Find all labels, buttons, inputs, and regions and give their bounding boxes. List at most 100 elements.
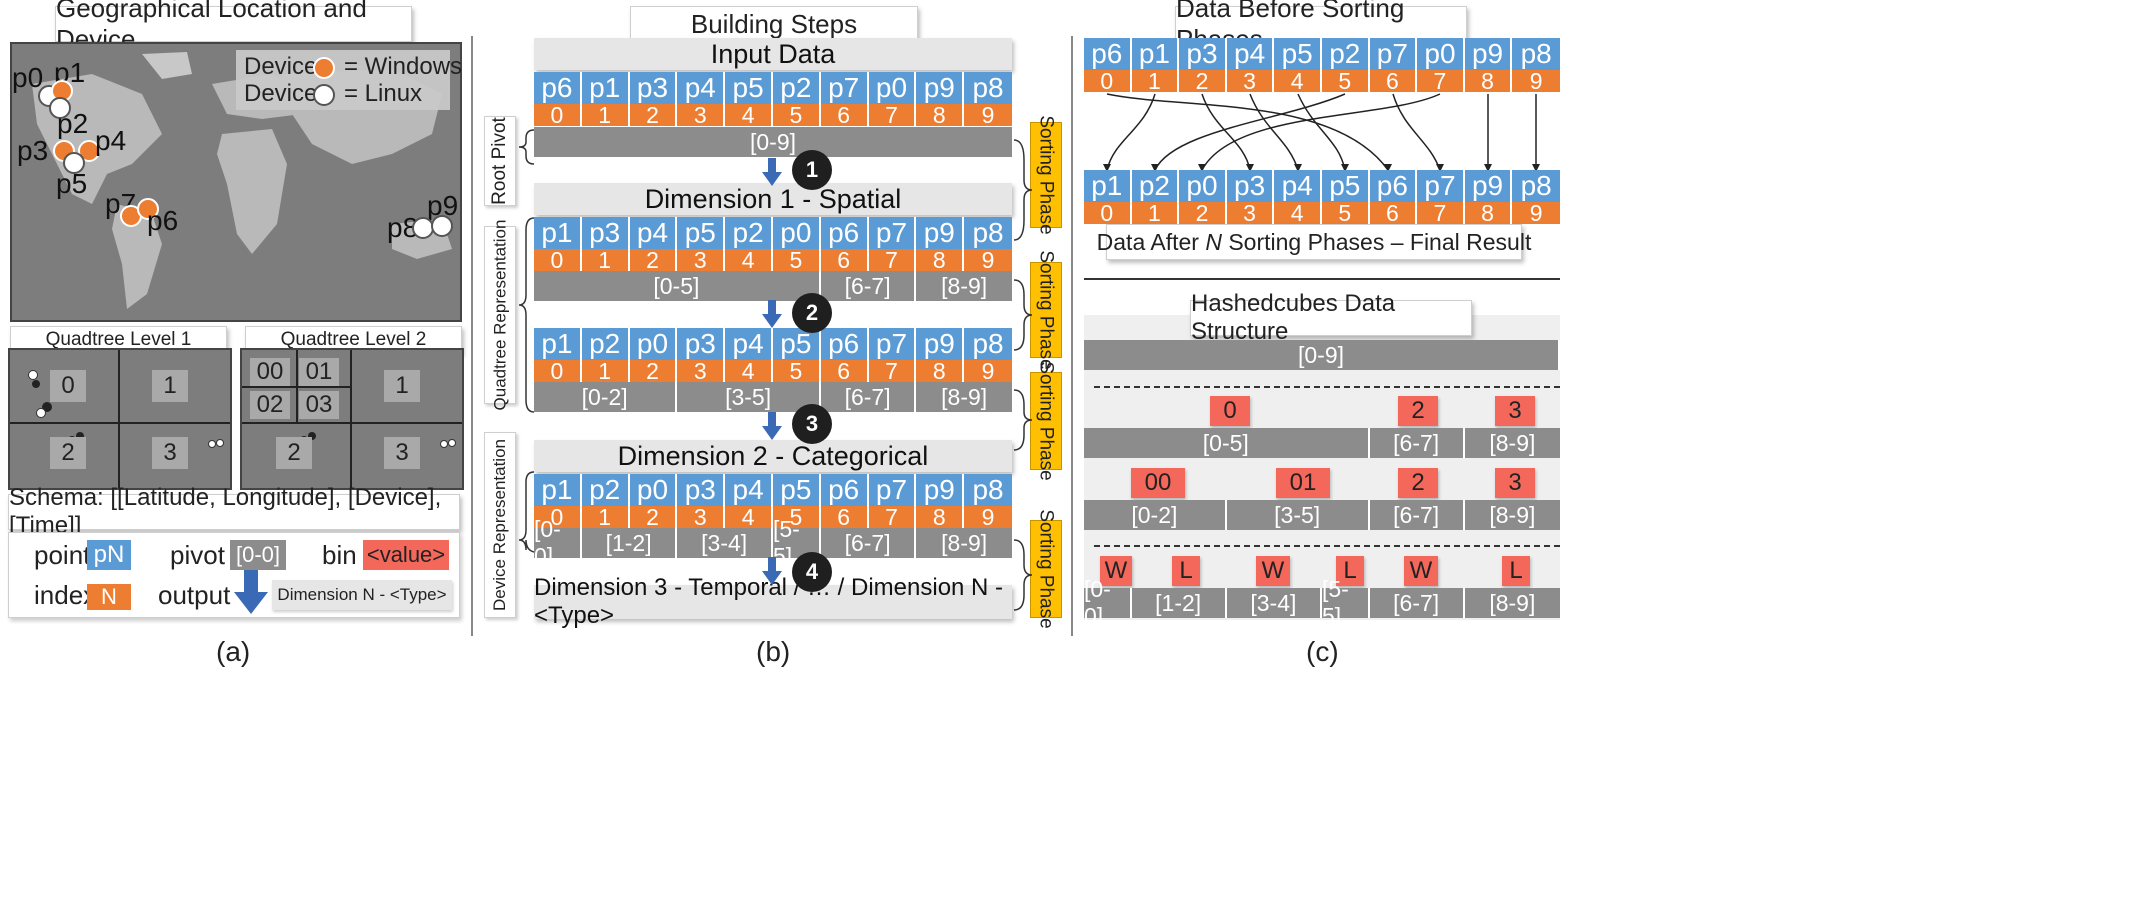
step3-arrow-icon [762, 412, 782, 440]
hc-l2-bin-3: 3 [1495, 468, 1535, 498]
hc-l1-pivot-1: [6-7] [1369, 428, 1465, 458]
hc-root-pivot: [0-9] [1084, 340, 1560, 370]
b-row4-index-6: 6 [820, 504, 869, 530]
qt2-cell-02: 02 [250, 391, 290, 419]
hc-l2-pivot-3: [8-9] [1464, 500, 1560, 530]
c-before-index-6: 6 [1369, 68, 1418, 94]
legend-linux-text: = Linux [344, 80, 423, 107]
b-row2-index-6: 6 [820, 247, 869, 273]
b-row1-index-8: 8 [916, 102, 965, 128]
qt1-cell-3: 3 [152, 437, 188, 469]
qt1-cell-2: 2 [50, 437, 86, 469]
input-data-header: Input Data [534, 38, 1012, 70]
hc-l3-pivot-5: [8-9] [1464, 588, 1560, 618]
b-row4-index-4: 4 [725, 504, 773, 530]
b-row3-index-4: 4 [725, 358, 773, 384]
divider-ab [471, 36, 473, 636]
sorting-phase-2-label: Sorting Phase [1036, 250, 1058, 370]
b-row4-point-9: p8 [964, 474, 1012, 506]
b-row3-point-2: p0 [629, 328, 678, 360]
right-braces [1013, 139, 1033, 611]
point-p5-dot [63, 152, 85, 174]
c-after-point-6: p6 [1369, 170, 1418, 202]
b-row4-index-1: 1 [581, 504, 630, 530]
legend-pivot-label: pivot [170, 540, 225, 570]
b-row2-index-0: 0 [534, 247, 582, 273]
sorting-phase-4: Sorting Phase [1030, 509, 1062, 629]
b-row1-pivot-0: [0-9] [534, 127, 1012, 157]
b-row2-index-2: 2 [629, 247, 678, 273]
legend-bin-sample: <value> [363, 540, 451, 570]
b-row4-point-5: p5 [772, 474, 821, 506]
c-after-index-9: 9 [1512, 200, 1560, 226]
b-row4-pivot-4: [6-7] [820, 528, 917, 558]
hc-l1-pivot-0: [0-5] [1084, 428, 1370, 458]
step-2-badge: 2 [792, 293, 832, 333]
dim3-header: Dimension 3 - Temporal / … / Dimension N… [534, 574, 1012, 629]
b-row2-index-5: 5 [772, 247, 821, 273]
hc-l2-pivot-2: [6-7] [1369, 500, 1465, 530]
qt1-cell-0: 0 [50, 370, 86, 402]
c-after-index-0: 0 [1084, 200, 1132, 226]
c-after-index-7: 7 [1417, 200, 1465, 226]
qt2-cell-3: 3 [384, 437, 420, 469]
c-before-index-2: 2 [1179, 68, 1227, 94]
legend-point-label: point [34, 540, 91, 570]
hc-l3-pivot-3: [5-5] [1321, 576, 1370, 629]
b-row3-index-3: 3 [677, 358, 726, 384]
c-before-index-0: 0 [1084, 68, 1132, 94]
b-row4-index-8: 8 [916, 504, 965, 530]
hc-l3-bin-l1: L [1172, 556, 1200, 586]
b-row2-pivots: [0-5][6-7][8-9] [534, 271, 1012, 301]
b-row3-point-9: p8 [964, 328, 1012, 360]
caption-b: (b) [756, 636, 791, 667]
divider-bc [1071, 36, 1073, 636]
b-row2-point-5: p0 [772, 217, 821, 249]
sorting-phase-1: Sorting Phase [1030, 115, 1062, 235]
final-result-post: Sorting Phases – Final Result [1221, 228, 1532, 255]
point-label-p5: p5 [56, 168, 88, 199]
b-row2-pivot-0: [0-5] [534, 271, 821, 301]
qt1-cell-1: 1 [152, 370, 188, 402]
b-row2-index-3: 3 [677, 247, 726, 273]
legend-output-label: output [158, 580, 231, 610]
b-row4-pivot-1: [1-2] [581, 528, 678, 558]
b-row3-index-2: 2 [629, 358, 678, 384]
b-row2-index-4: 4 [725, 247, 773, 273]
quadtree-representation-label: Quadtree Representation [490, 219, 509, 411]
sorting-arrows [1103, 93, 1540, 172]
b-row2-point-3: p5 [677, 217, 726, 249]
point-label-p0: p0 [12, 62, 44, 93]
sorting-phase-4-label: Sorting Phase [1036, 509, 1058, 629]
qt2-cell-00: 00 [250, 358, 290, 386]
b-row2-point-9: p8 [964, 217, 1012, 249]
c-before-point-5: p2 [1321, 38, 1370, 70]
c-before-index-5: 5 [1321, 68, 1370, 94]
b-row4-index-0: 0 [534, 504, 582, 530]
b-row3-index-0: 0 [534, 358, 582, 384]
b-row1-point-1: p1 [581, 72, 630, 104]
qt2-cell-1: 1 [384, 370, 420, 402]
legend-index-label: index [34, 580, 97, 610]
b-row3-index-7: 7 [868, 358, 917, 384]
c-before-index-3: 3 [1226, 68, 1275, 94]
b-row4-point-8: p9 [916, 474, 965, 506]
qt2-cell-01: 01 [299, 358, 339, 386]
b-row2-point-1: p3 [581, 217, 630, 249]
legend-pivot-sample: [0-0] [230, 540, 288, 570]
c-before-point-3: p4 [1226, 38, 1275, 70]
step1-arrow-icon [762, 158, 782, 186]
left-braces [518, 129, 535, 553]
b-row2-point-8: p9 [916, 217, 965, 249]
b-row3-pivots: [0-2][3-5][6-7][8-9] [534, 382, 1012, 412]
c-before-point-1: p1 [1131, 38, 1180, 70]
b-row1-point-0: p6 [534, 72, 582, 104]
point-label-p3: p3 [17, 135, 49, 166]
qt2-cell-2: 2 [276, 437, 312, 469]
b-row4-point-1: p2 [581, 474, 630, 506]
legend-windows-dot [313, 57, 335, 79]
step-1-badge: 1 [792, 150, 832, 190]
quadtree-label-box: Quadtree Representation [484, 220, 516, 410]
